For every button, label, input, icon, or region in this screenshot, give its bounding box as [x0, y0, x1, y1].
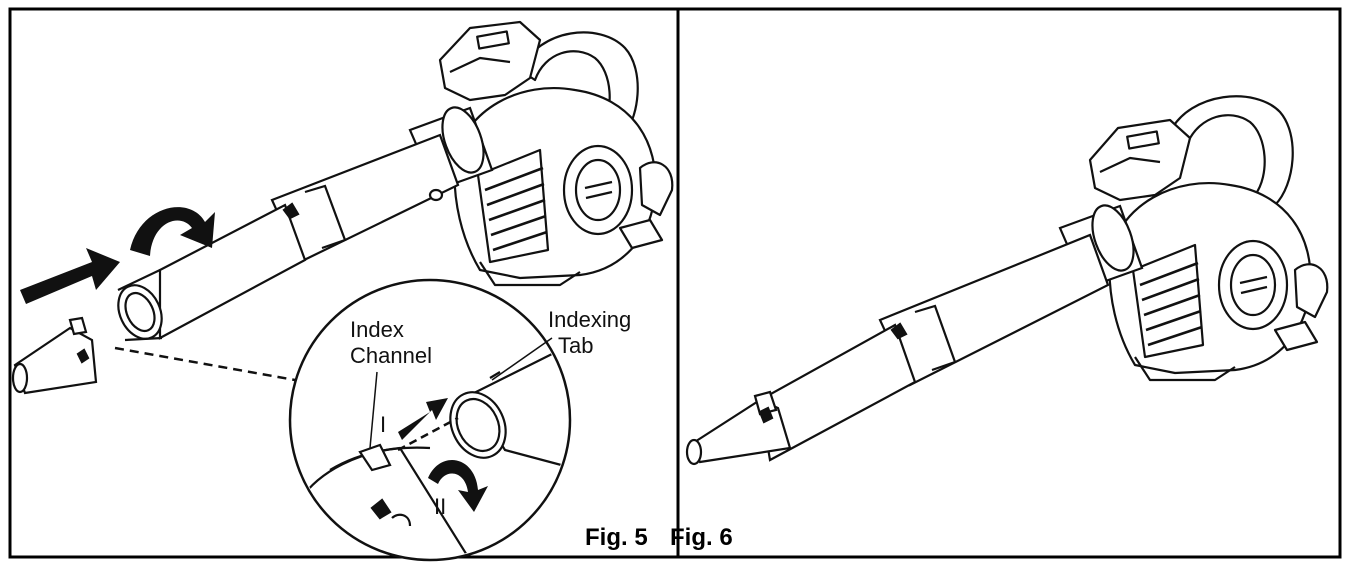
fig5-blower-tube — [117, 106, 494, 342]
fig6-nozzle-attached — [685, 390, 792, 466]
fig6-panel-border — [676, 7, 1342, 559]
fig6-blower-tube — [758, 204, 1144, 462]
fig5-twist-arrow — [130, 207, 215, 256]
index-channel-label-line2: Channel — [350, 343, 432, 368]
fig5-push-arrow — [20, 248, 120, 304]
indexing-tab-label-line2: Tab — [558, 333, 594, 358]
index-channel-label-line1: Index — [350, 317, 404, 342]
indexing-tab-label-line1: Indexing — [548, 307, 632, 332]
fig5-caption: Fig. 5 — [585, 524, 648, 551]
step-one-label: I — [380, 412, 387, 437]
fig6-caption: Fig. 6 — [670, 524, 733, 551]
fig5-blower-engine — [438, 20, 674, 287]
fig6-blower-engine — [1088, 95, 1329, 382]
step-two-label: II — [434, 494, 447, 519]
fig5-dashed-leader — [114, 346, 296, 382]
fig5-nozzle — [11, 316, 98, 395]
fig5-detail-callout — [288, 278, 572, 562]
